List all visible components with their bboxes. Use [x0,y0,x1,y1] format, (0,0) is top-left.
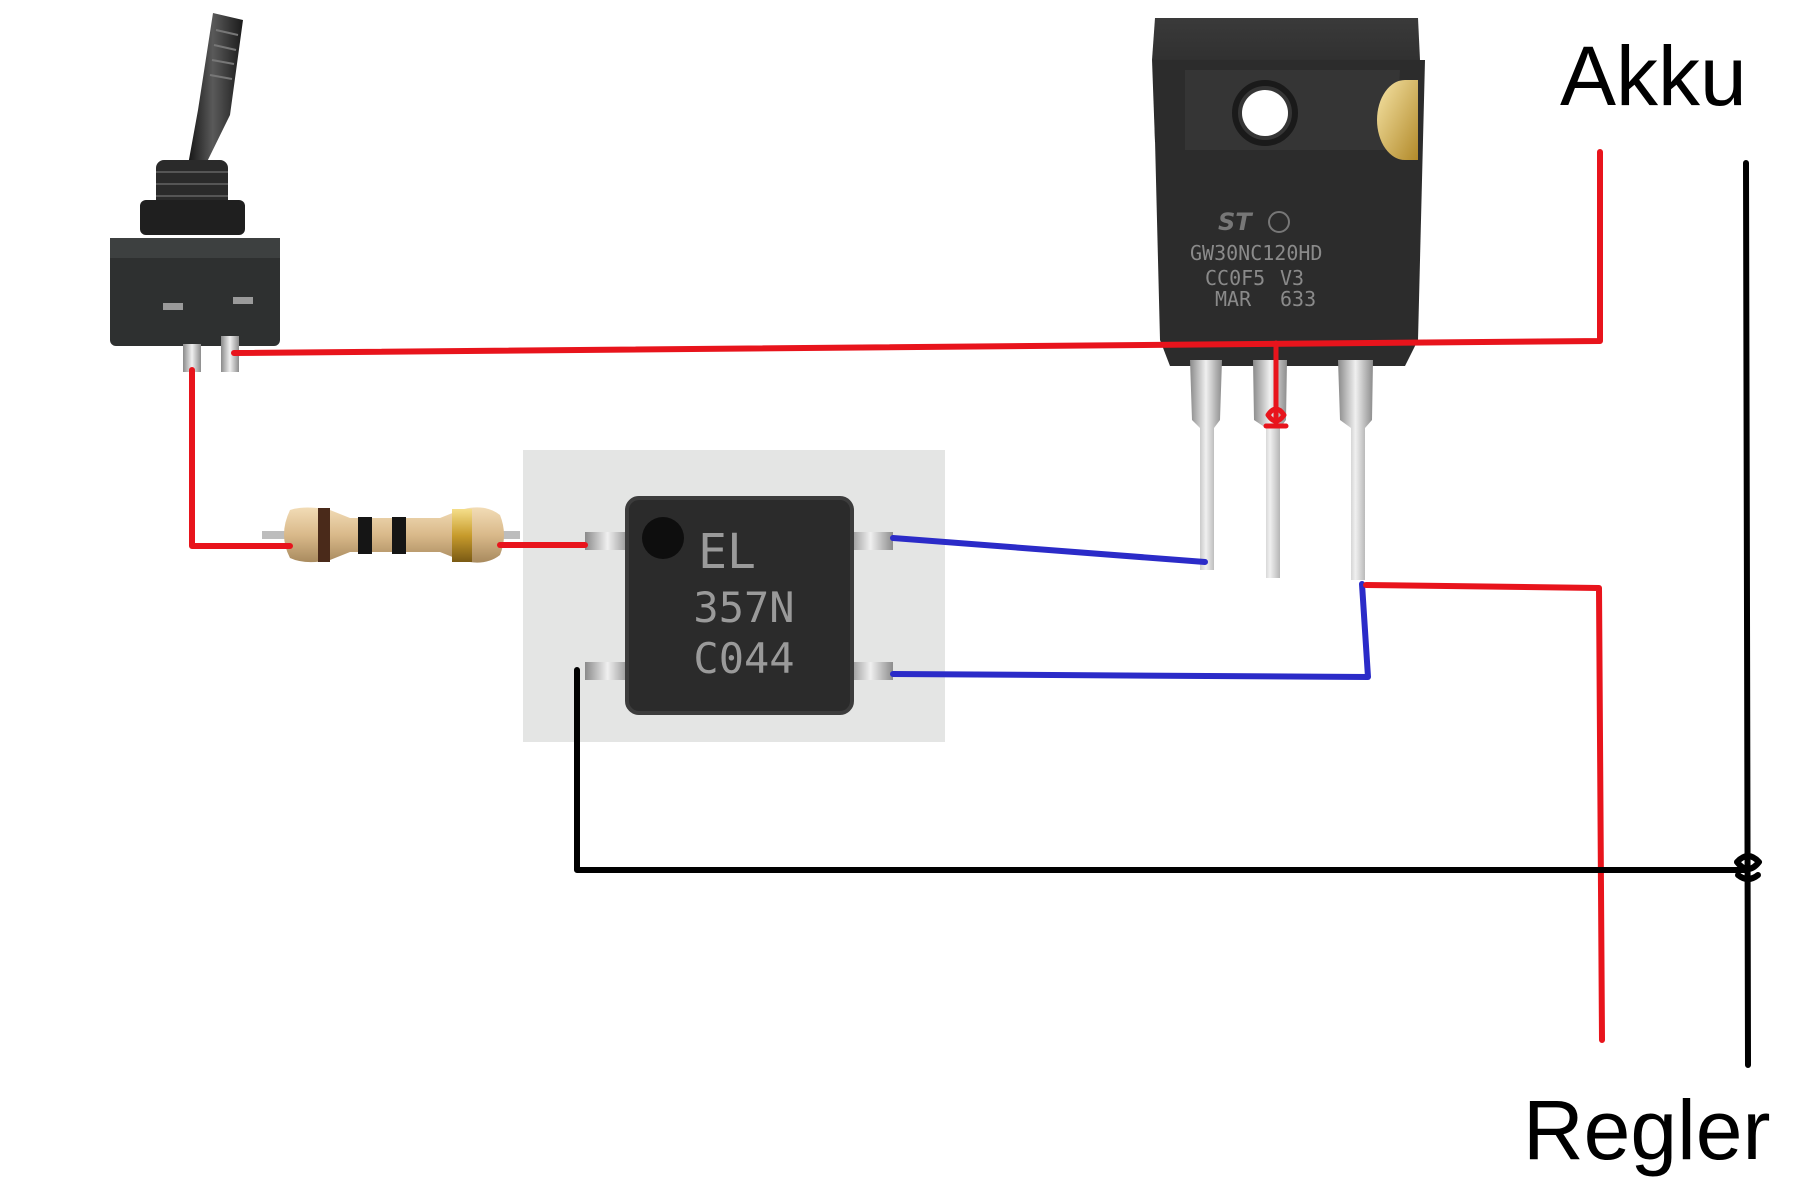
toggle-terminal-right [221,336,239,372]
opto-body-edge [625,496,854,715]
resistor-band-4 [452,509,472,562]
toggle-collar-threads [156,171,228,197]
opto-marking-line2: 357N [693,583,794,632]
toggle-lever-ribs [209,29,239,80]
wire-ground-junction [1734,853,1762,882]
igbt-gold-notch [1377,80,1418,160]
wire-opto-to-emitter [890,581,1371,680]
igbt-transistor: ST GW30NC120HD CC0F5 V3 MAR 633 [1152,18,1425,580]
resistor-band-2 [358,517,372,554]
igbt-mounting-hole-rim [1232,80,1298,146]
toggle-lever [188,13,243,170]
wire-opto-to-gate [890,535,1208,565]
igbt-e3-mark [1268,211,1290,233]
resistor-band-3 [392,517,406,554]
toggle-slot-left [163,303,183,310]
wires [189,149,1762,1068]
opto-pin-2 [585,662,630,680]
wire-switch-to-akku [231,149,1603,356]
wire-solder-blob [1263,406,1289,429]
opto-marking-line3: C044 [693,634,794,683]
controller-label: Regler [1523,1083,1771,1177]
toggle-slot-right [233,297,253,304]
toggle-switch [110,13,280,372]
toggle-body [110,238,280,346]
igbt-marking-line2: CC0F5 [1205,266,1265,290]
opto-body [627,498,852,713]
igbt-marking-line1: GW30NC120HD [1190,241,1322,265]
igbt-marking-line3: MAR [1215,287,1252,311]
opto-marking-line1: EL [698,524,756,580]
igbt-leg-gate [1190,360,1222,570]
wire-ground-rail [1743,160,1751,1068]
igbt-leg-emitter [1338,360,1373,580]
optocoupler-chip: EL 357N C044 [585,496,893,715]
toggle-terminal-left [183,344,201,372]
igbt-brand-logo: ST [1218,208,1253,236]
igbt-marking-line3b: 633 [1280,287,1316,311]
opto-pin-1 [585,532,630,550]
opto-pin-4 [848,532,893,550]
igbt-mounting-hole [1242,90,1288,136]
battery-label: Akku [1560,29,1747,123]
wire-switch-to-resistor [189,367,293,549]
opto-pin1-dot [642,517,684,559]
igbt-leg-collector [1253,360,1287,578]
opto-pin-3 [848,662,893,680]
resistor [262,507,520,563]
igbt-marking-line2b: V3 [1280,266,1304,290]
toggle-nut [140,200,245,235]
wire-emitter-to-regler [1363,582,1605,1043]
toggle-body-shade [110,238,280,258]
wire-opto-to-ground [574,667,1751,873]
resistor-band-1 [318,508,330,562]
